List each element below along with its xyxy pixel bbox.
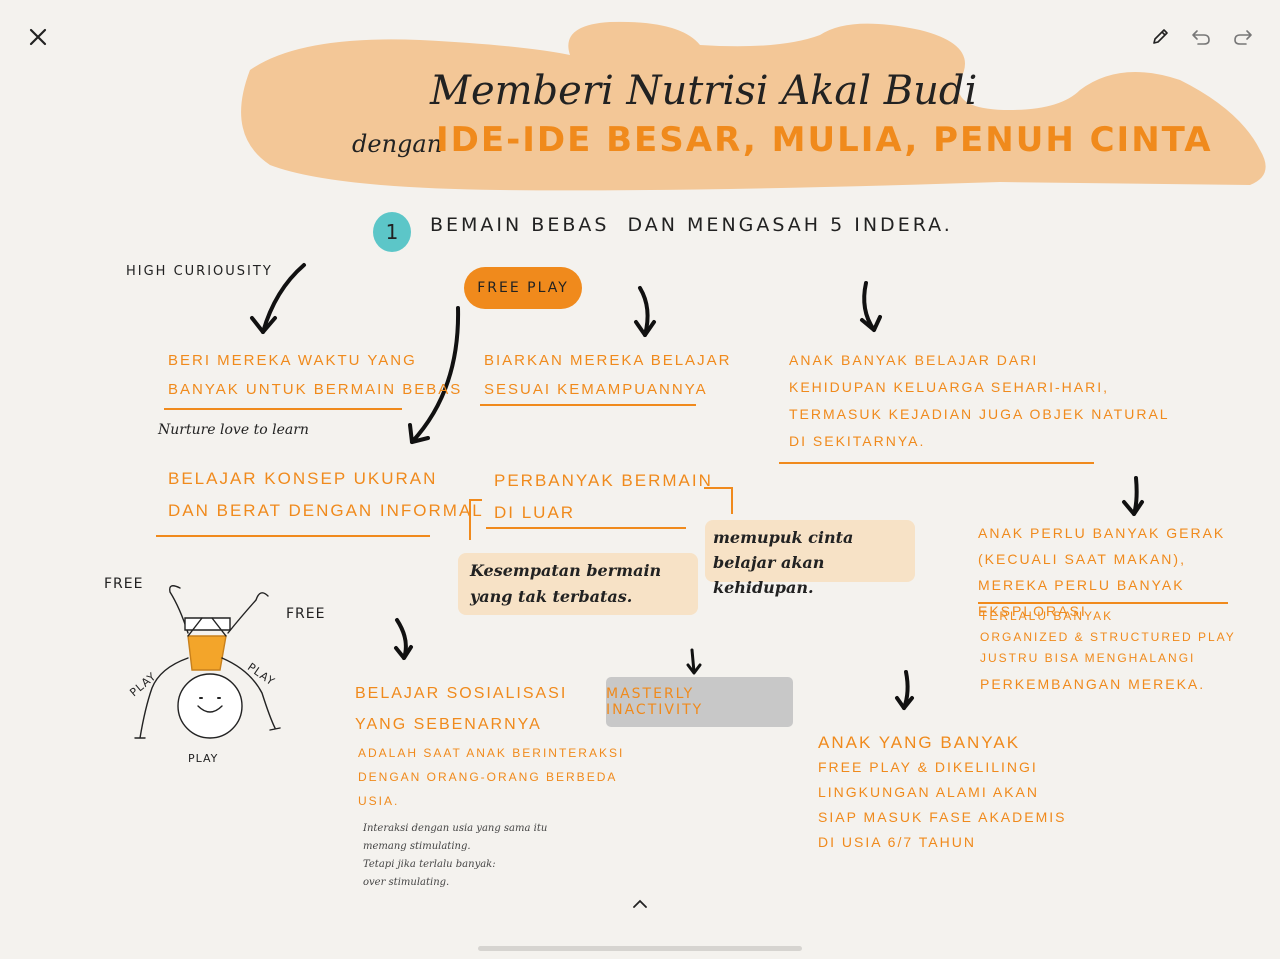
text-line: memang stimulating.	[363, 841, 471, 852]
text-line: BELAJAR KONSEP UKURAN	[168, 469, 438, 488]
text-line: Tetapi jika terlalu banyak:	[363, 859, 496, 870]
arrow-head-6	[394, 645, 413, 660]
text-line: DENGAN ORANG-ORANG BERBEDA	[358, 770, 618, 784]
text-line: USIA.	[358, 794, 400, 808]
free-play-label: FREE PLAY	[477, 280, 569, 296]
handstand-figure	[134, 585, 281, 739]
underline	[164, 408, 402, 410]
text-line: BELAJAR SOSIALISASI	[355, 685, 568, 702]
arrow-head-4	[860, 315, 882, 332]
arrow-masterly	[690, 648, 696, 674]
memupuk-note: memupuk cinta belajar akan kehidupan.	[705, 520, 915, 597]
arrow-head-2	[408, 423, 430, 444]
anak-free-play-note: ANAK YANG BANYAK FREE PLAY & DIKELILINGI…	[818, 730, 1066, 855]
close-icon	[29, 28, 47, 46]
text-line: PERKEMBANGAN MEREKA.	[980, 676, 1206, 692]
text-line: ANAK YANG BANYAK	[818, 733, 1021, 752]
free-label-left: FREE	[104, 576, 144, 592]
text-line: over stimulating.	[363, 877, 450, 888]
text-line: ANAK PERLU BANYAK GERAK	[978, 525, 1226, 541]
text-line: BANYAK UNTUK BERMAIN BEBAS	[168, 381, 463, 398]
beri-waktu-note: BERI MEREKA WAKTU YANG BANYAK UNTUK BERM…	[168, 346, 462, 404]
play-label-bottom: PLAY	[188, 752, 219, 765]
text-line: FREE PLAY & DIKELILINGI	[818, 759, 1038, 775]
arrow-head-8	[895, 696, 914, 710]
bracket-right	[704, 487, 733, 514]
text-line: PERBANYAK BERMAIN	[494, 471, 713, 490]
undo-icon	[1192, 30, 1210, 45]
text-line: (KECUALI SAAT MAKAN),	[978, 551, 1186, 567]
text-line: DI LUAR	[494, 503, 576, 522]
redo-icon	[1234, 30, 1252, 45]
konsep-ukuran-note: BELAJAR KONSEP UKURAN DAN BERAT DENGAN I…	[168, 463, 484, 527]
high-curiosity-label: HIGH CURIOUSITY	[126, 264, 273, 279]
text-line: DAN BERAT DENGAN INFORMAL	[168, 501, 484, 520]
text-line: DI SEKITARNYA.	[789, 433, 926, 449]
underline	[156, 535, 430, 537]
text-line: LINGKUNGAN ALAMI AKAN	[818, 784, 1039, 800]
text-line: SESUAI KEMAMPUANNYA	[484, 381, 708, 398]
text-line: MEREKA PERLU BANYAK EKSPLORASI	[978, 577, 1185, 619]
text-line: YANG SEBENARNYA	[355, 716, 542, 733]
biarkan-note: BIARKAN MEREKA BELAJAR SESUAI KEMAMPUANN…	[484, 346, 731, 404]
text-line: TERLALU BANYAK	[980, 609, 1114, 623]
text-line: ADALAH SAAT ANAK BERINTERAKSI	[358, 746, 625, 760]
text-line: TERMASUK KEJADIAN JUGA OBJEK NATURAL	[789, 406, 1170, 422]
bracket-left	[469, 499, 482, 540]
section-heading: BEMAIN BEBAS DAN MENGASAH 5 INDERA.	[430, 214, 953, 236]
arrow-head-5	[1122, 500, 1144, 516]
underline	[486, 527, 686, 529]
anak-perlu-gerak-note: ANAK PERLU BANYAK GERAK (KECUALI SAAT MA…	[978, 520, 1280, 624]
arrow-high-curiosity	[261, 263, 306, 334]
underline	[779, 462, 1094, 464]
underline	[978, 602, 1228, 604]
anak-banyak-belajar-note: ANAK BANYAK BELAJAR DARI KEHIDUPAN KELUA…	[789, 347, 1170, 455]
text-line: BIARKAN MEREKA BELAJAR	[484, 352, 732, 369]
arrow-head-7	[686, 663, 702, 675]
section-number-badge: 1	[373, 212, 411, 252]
pen-tool-button[interactable]	[1146, 23, 1174, 51]
sosialisasi-body: ADALAH SAAT ANAK BERINTERAKSI DENGAN ORA…	[358, 741, 624, 813]
text-line: ANAK BANYAK BELAJAR DARI	[789, 352, 1039, 368]
free-play-pill: FREE PLAY	[464, 267, 582, 309]
title-line2: IDE-IDE BESAR, MULIA, PENUH CINTA	[436, 120, 1213, 160]
undo-button[interactable]	[1187, 23, 1215, 51]
text-line: KEHIDUPAN KELUARGA SEHARI-HARI,	[789, 379, 1110, 395]
terlalu-banyak-note: TERLALU BANYAK ORGANIZED & STRUCTURED PL…	[980, 606, 1236, 695]
arrow-head-1	[250, 316, 277, 334]
masterly-inactivity-box: MASTERLY INACTIVITY	[606, 677, 793, 727]
redo-button[interactable]	[1229, 23, 1257, 51]
chevron-up-icon	[633, 899, 647, 908]
pencil-icon	[1153, 29, 1168, 44]
arrow-head-3	[634, 320, 656, 337]
text-line: SIAP MASUK FASE AKADEMIS	[818, 809, 1067, 825]
expand-up-button[interactable]	[626, 890, 654, 918]
perbanyak-note: PERBANYAK BERMAIN DI LUAR	[494, 465, 713, 529]
home-indicator[interactable]	[478, 946, 802, 951]
kesempatan-note: Kesempatan bermain yang tak terbatas.	[458, 553, 698, 615]
section-number: 1	[385, 220, 399, 244]
text-line: ORGANIZED & STRUCTURED PLAY	[980, 630, 1236, 644]
interaksi-note: Interaksi dengan usia yang sama itu mema…	[363, 820, 547, 892]
text-line: BERI MEREKA WAKTU YANG	[168, 352, 417, 369]
arrow-free-play	[410, 306, 461, 444]
sosialisasi-heading: BELAJAR SOSIALISASI YANG SEBENARNYA	[355, 678, 567, 740]
text-line: JUSTRU BISA MENGHALANGI	[980, 651, 1196, 665]
close-button[interactable]	[24, 23, 52, 51]
free-label-right: FREE	[286, 606, 326, 622]
title-line1: Memberi Nutrisi Akal Budi	[430, 68, 978, 114]
title-prefix: dengan	[352, 130, 443, 158]
nurture-note: Nurture love to learn	[158, 422, 309, 438]
masterly-label: MASTERLY INACTIVITY	[606, 686, 704, 718]
underline	[480, 404, 696, 406]
text-line: Interaksi dengan usia yang sama itu	[363, 823, 548, 834]
title-banner	[241, 21, 1266, 191]
text-line: DI USIA 6/7 TAHUN	[818, 834, 976, 850]
